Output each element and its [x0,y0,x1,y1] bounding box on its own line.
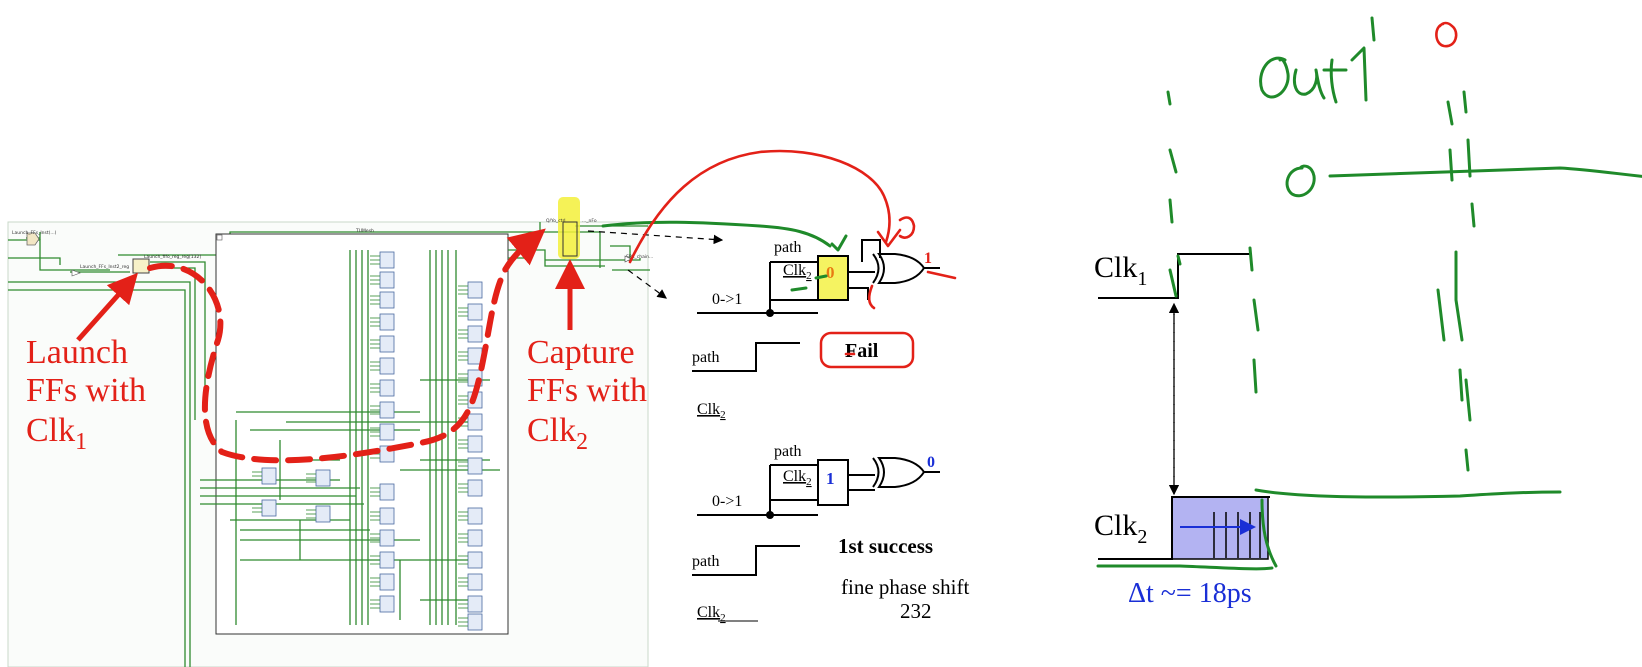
logic-cell [379,291,395,309]
svg-text:0->1: 0->1 [712,493,742,510]
critical-path [147,228,546,464]
svg-text:Clk2: Clk2 [697,401,726,421]
circuit-fail: path Clk2 0 1 0->1 path Clk2 Fail [692,239,940,421]
svg-text:SRL_chain...: SRL_chain... [626,254,653,260]
launch-label: Launch FFs with Clk1 [26,334,155,455]
svg-text:path: path [774,443,802,460]
launch-ff [132,258,150,274]
clk1-label: Clk1 [1094,251,1147,290]
logic-cell [467,529,483,547]
svg-text:Q/Yo_ctrl...: Q/Yo_ctrl... [546,218,570,224]
logic-cell [379,423,395,441]
input-port-label: Launch_FFs_Inst2_reg [80,264,129,270]
logic-cell [379,251,395,269]
logic-cell [467,325,483,343]
fail-badge [819,331,915,369]
result-label: 1st success [838,534,933,558]
svg-text:Clk2: Clk2 [697,604,726,624]
launch-arrow [76,272,138,342]
logic-cell [379,271,395,289]
logic-cell [261,499,277,517]
svg-text:..._nFo: ..._nFo [582,218,597,224]
logic-cell [261,467,277,485]
handwritten-annotations [601,16,1642,571]
result-label: Fail [845,340,879,362]
input-port-label: Launch_FFs_Inst(...) [12,230,57,236]
svg-text:path: path [692,349,720,366]
logic-cell [379,357,395,375]
xor-output: 1 [924,250,932,267]
logic-cell [467,613,483,631]
logic-cell [467,457,483,475]
netlist-title: TUMesh [355,228,374,234]
svg-text:Clk2: Clk2 [783,262,812,282]
ff-value: 0 [826,263,835,282]
logic-cell [467,507,483,525]
logic-cell [315,505,331,523]
zoom-pointer [587,230,724,245]
xor-output: 0 [927,454,935,471]
launch-reg-label: Launch_fifo_reg_reg[132] [144,254,201,260]
zoom-pointer [627,269,667,299]
circuit-success: path Clk2 1 0 0->1 path Clk2 1st success… [692,443,969,624]
delta-t-label: Δt ~= 18ps [1128,578,1252,609]
logic-cell [379,573,395,591]
logic-cell [467,413,483,431]
logic-cell [467,303,483,321]
logic-cell [379,529,395,547]
logic-cells [252,251,483,631]
svg-text:232: 232 [900,599,932,623]
logic-cell [467,573,483,591]
logic-cell [379,483,395,501]
logic-cell [467,281,483,299]
svg-text:fine phase shift: fine phase shift [841,575,969,599]
logic-cell [379,379,395,397]
timing-diagram: Clk1 Clk2 Δt ~= 18ps [1094,251,1270,609]
logic-cell [467,435,483,453]
logic-cell [379,335,395,353]
logic-cell [379,595,395,613]
capture-ff [562,221,578,257]
svg-text:path: path [774,239,802,256]
svg-text:Clk2: Clk2 [783,468,812,488]
logic-cell [379,313,395,331]
logic-cell [467,595,483,613]
clk2-label: Clk2 [1094,509,1147,548]
logic-cell [467,479,483,497]
logic-cell [315,469,331,487]
netlist-schematic: Launch_FFs_Inst(...) Launch_FFs_Inst2_re… [7,197,656,667]
svg-text:path: path [692,553,720,570]
capture-label: Capture FFs with Clk2 [527,334,656,455]
logic-cell [379,507,395,525]
logic-cell [379,401,395,419]
logic-cell [379,551,395,569]
logic-cell [467,551,483,569]
svg-text:0->1: 0->1 [712,291,742,308]
ff-value: 1 [826,469,835,488]
